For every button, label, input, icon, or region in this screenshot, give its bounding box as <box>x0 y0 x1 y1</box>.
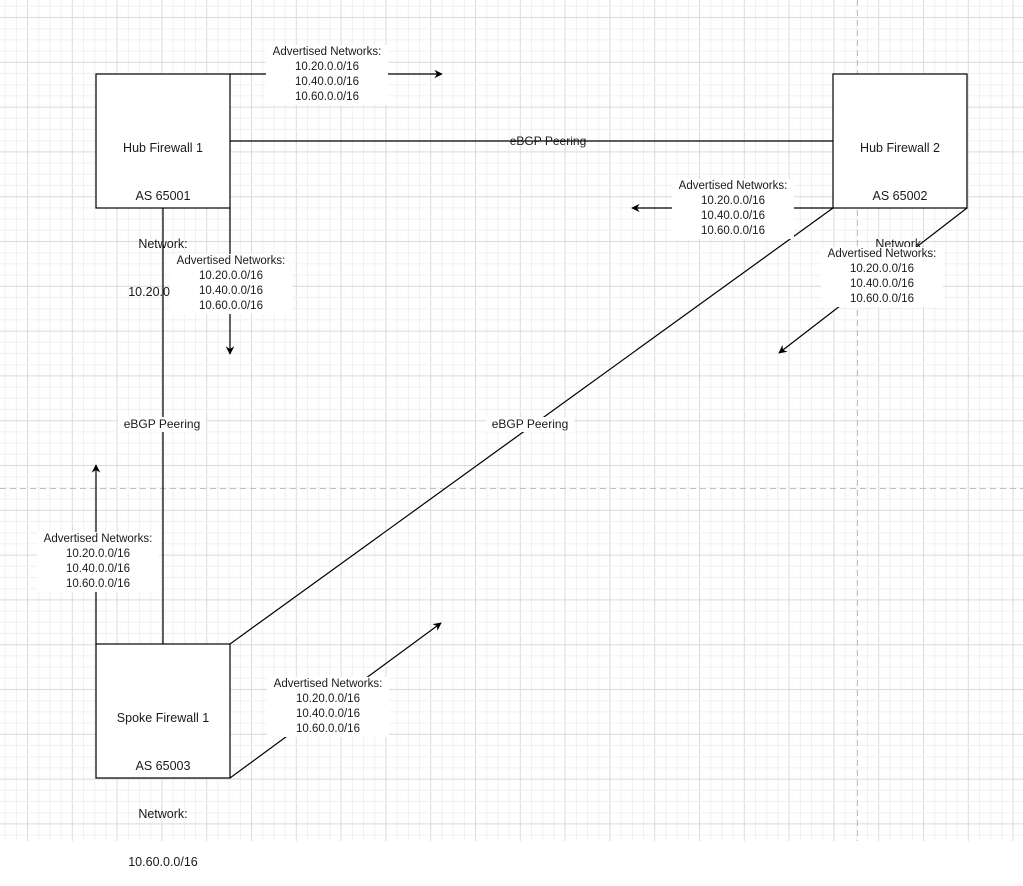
adv-title: Advertised Networks: <box>43 533 153 545</box>
hub1-network-label: Network: <box>138 237 188 251</box>
peering-label-hub1-hub2: eBGP Peering <box>509 134 587 148</box>
adv-network: 10.20.0.0/16 <box>296 693 360 705</box>
adv-network: 10.60.0.0/16 <box>296 723 360 735</box>
adv-network: 10.20.0.0/16 <box>850 263 914 275</box>
spoke-firewall-1-box[interactable] <box>95 643 231 779</box>
hub2-name: Hub Firewall 2 <box>860 141 940 155</box>
adv-network: 10.40.0.0/16 <box>66 563 130 575</box>
adv-title: Advertised Networks: <box>678 180 788 192</box>
hub1-name: Hub Firewall 1 <box>123 141 203 155</box>
hub2-as: AS 65002 <box>872 189 928 203</box>
adv-label-hub1-to-hub2: Advertised Networks: 10.20.0.0/16 10.40.… <box>266 45 388 105</box>
adv-network: 10.40.0.0/16 <box>850 278 914 290</box>
adv-network: 10.60.0.0/16 <box>66 578 130 590</box>
adv-title: Advertised Networks: <box>273 678 383 690</box>
adv-label-spoke1-to-hub1: Advertised Networks: 10.20.0.0/16 10.40.… <box>37 532 159 592</box>
adv-network: 10.40.0.0/16 <box>199 285 263 297</box>
peering-label-hub1-spoke1: eBGP Peering <box>118 417 206 432</box>
spoke1-network-label: Network: <box>138 807 188 821</box>
adv-network: 10.60.0.0/16 <box>295 91 359 103</box>
hub-firewall-1-box[interactable] <box>95 73 231 209</box>
spoke1-network: 10.60.0.0/16 <box>128 855 198 869</box>
adv-title: Advertised Networks: <box>272 46 382 58</box>
adv-network: 10.40.0.0/16 <box>296 708 360 720</box>
adv-network: 10.60.0.0/16 <box>701 225 765 237</box>
hub1-as: AS 65001 <box>135 189 191 203</box>
adv-network: 10.40.0.0/16 <box>701 210 765 222</box>
adv-network: 10.20.0.0/16 <box>295 61 359 73</box>
adv-network: 10.60.0.0/16 <box>199 300 263 312</box>
diagram-canvas <box>91 69 968 779</box>
adv-label-hub2-to-hub1: Advertised Networks: 10.20.0.0/16 10.40.… <box>672 179 794 239</box>
adv-network: 10.60.0.0/16 <box>850 293 914 305</box>
adv-network: 10.40.0.0/16 <box>295 76 359 88</box>
adv-label-spoke1-to-hub2: Advertised Networks: 10.20.0.0/16 10.40.… <box>267 677 389 737</box>
adv-network: 10.20.0.0/16 <box>66 548 130 560</box>
peering-label-hub2-spoke1: eBGP Peering <box>486 417 574 432</box>
spoke1-as: AS 65003 <box>135 759 191 773</box>
adv-title: Advertised Networks: <box>176 255 286 267</box>
adv-network: 10.20.0.0/16 <box>701 195 765 207</box>
adv-label-hub1-to-spoke1: Advertised Networks: 10.20.0.0/16 10.40.… <box>170 254 292 314</box>
adv-label-hub2-to-spoke1: Advertised Networks: 10.20.0.0/16 10.40.… <box>821 247 943 307</box>
spoke1-name: Spoke Firewall 1 <box>116 711 210 725</box>
spoke-firewall-1-label: Spoke Firewall 1 AS 65003 Network: 10.60… <box>96 678 230 886</box>
adv-title: Advertised Networks: <box>827 248 937 260</box>
adv-network: 10.20.0.0/16 <box>199 270 263 282</box>
